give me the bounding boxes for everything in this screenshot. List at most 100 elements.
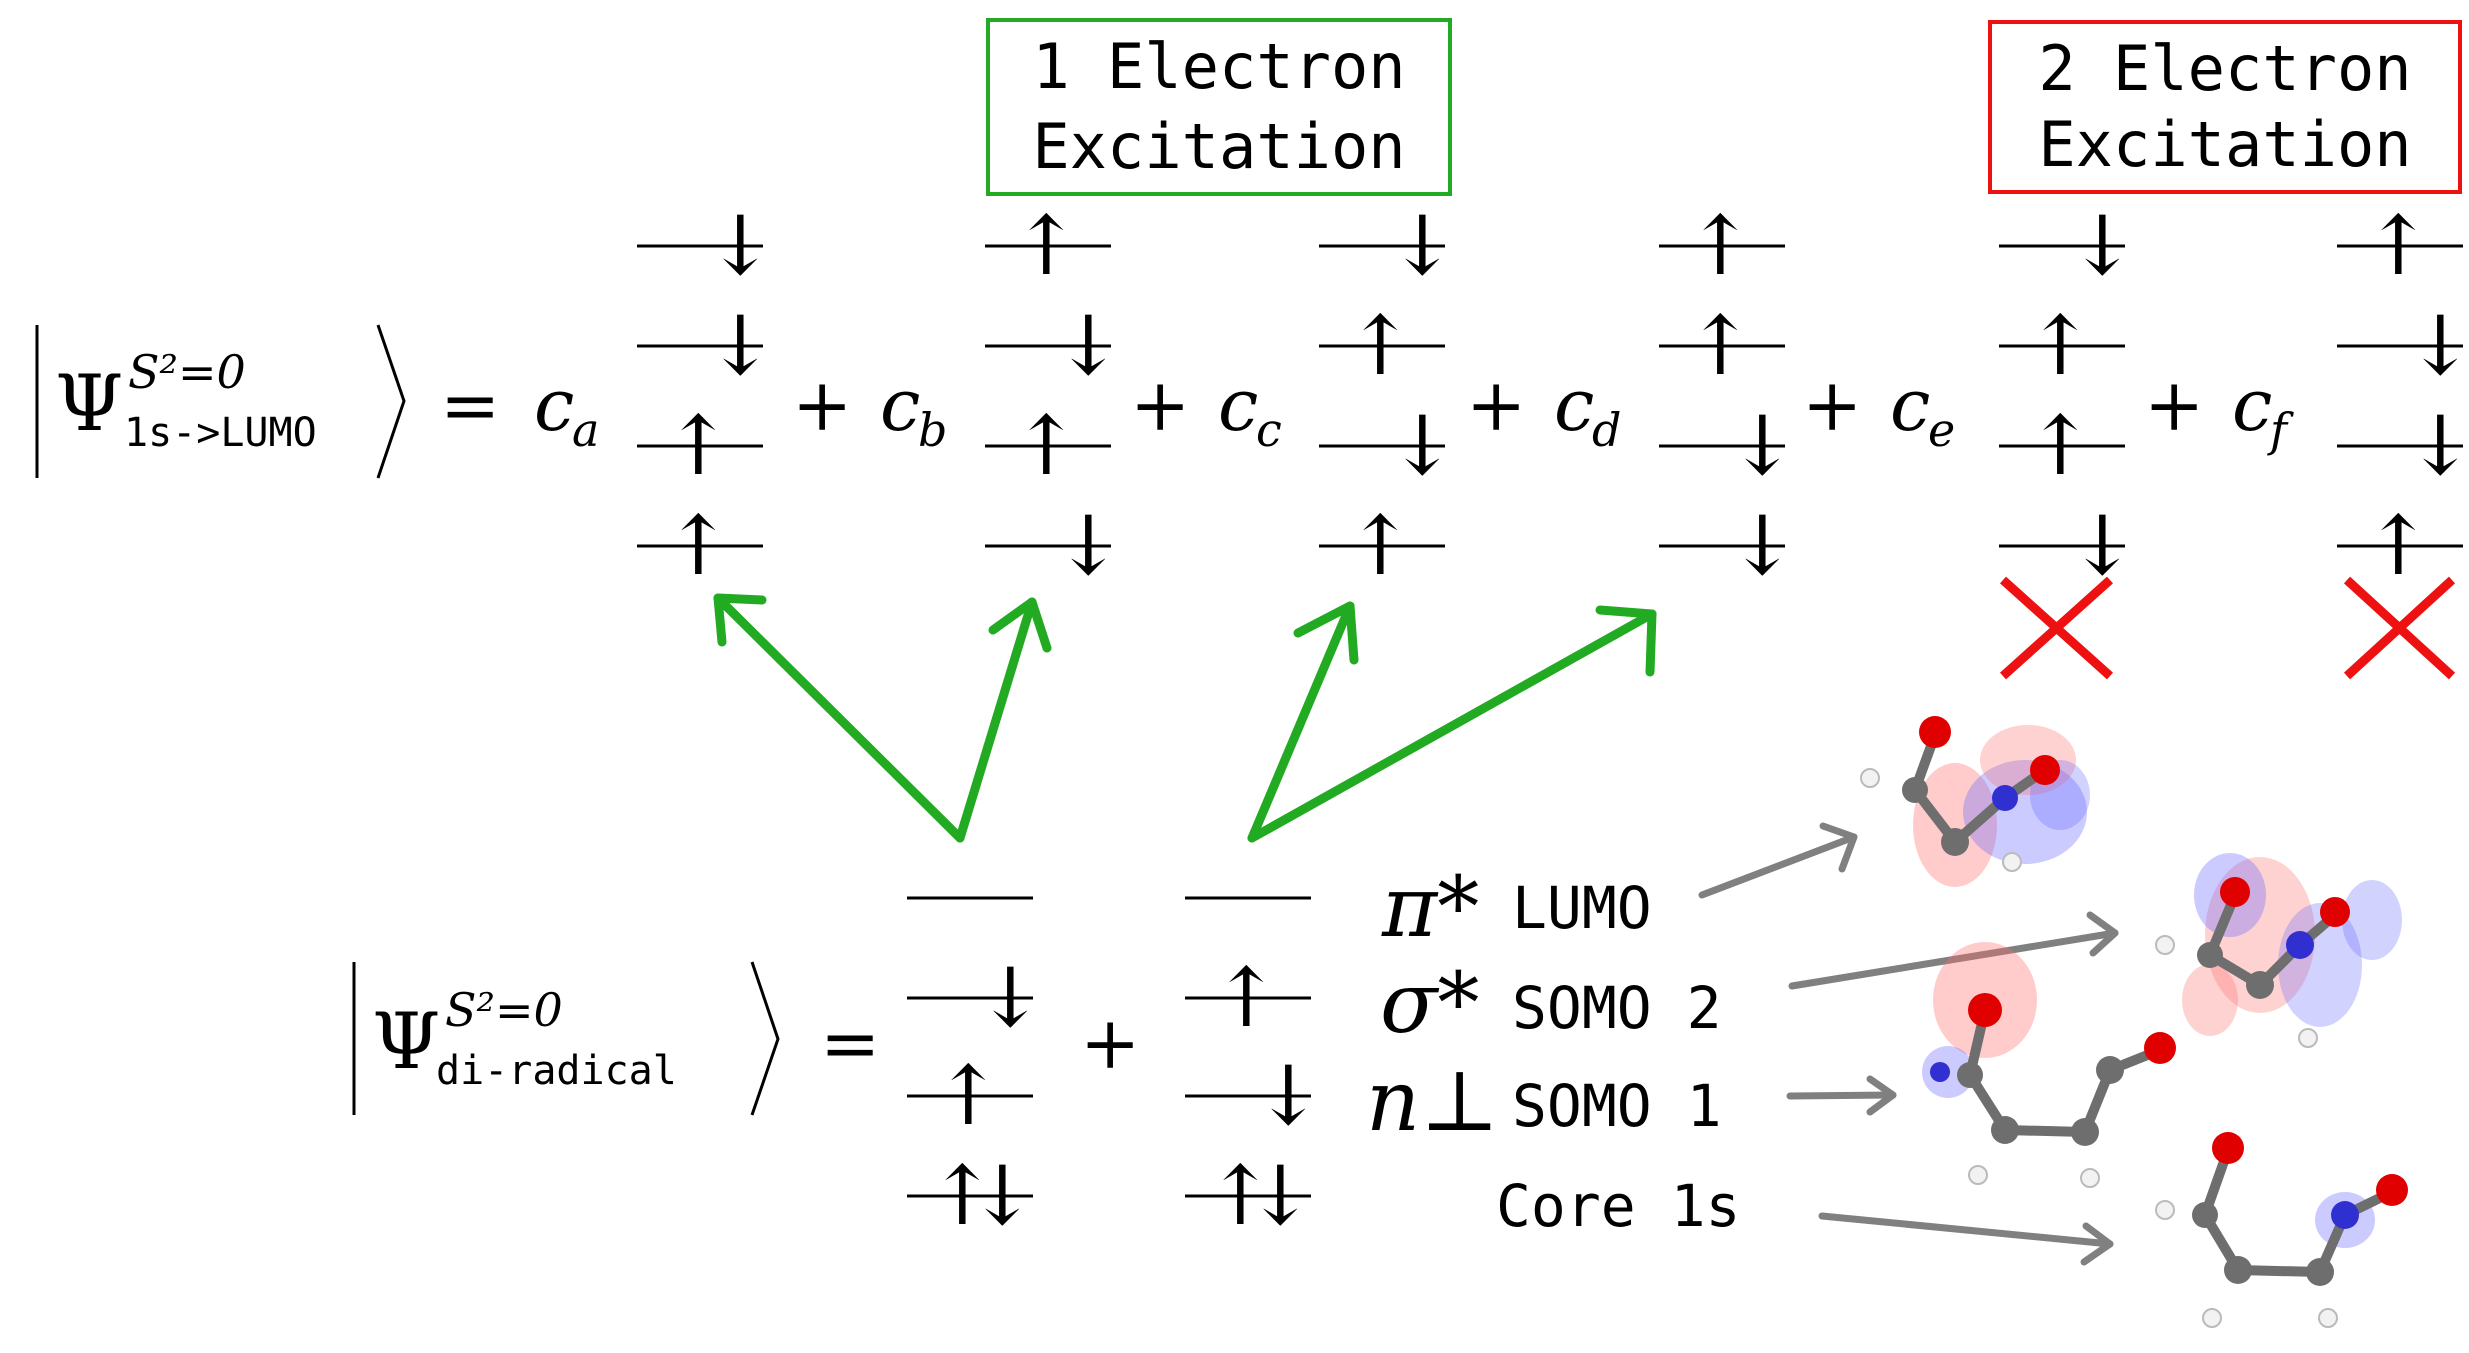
spin-down-arrow: ↓ — [968, 1149, 1037, 1244]
spin-up-arrow: ↑ — [2364, 499, 2433, 594]
one-electron-box-line2: Excitation — [1032, 110, 1405, 183]
plus-sign: + — [792, 363, 852, 447]
config-e: ↓↑↑↓ — [1999, 199, 2137, 594]
two-electron-box-line1: 2 Electron — [2038, 32, 2411, 105]
lumo-label: LUMO — [1512, 874, 1652, 942]
spin-down-arrow: ↓ — [1054, 299, 1123, 394]
orbital-labels: π* LUMO σ* SOMO 2 n⊥ SOMO 1 Core 1s — [1366, 858, 1740, 1240]
config-f: ↑↓↓↑ — [2337, 199, 2469, 594]
spin-down-arrow: ↓ — [976, 951, 1045, 1046]
core-label: Core 1s — [1496, 1172, 1740, 1240]
green-arrow-b — [955, 597, 1052, 843]
spin-down-arrow: ↓ — [1728, 499, 1797, 594]
coefficient-group: ca+cb+cc+cd+ce+cf — [534, 363, 2294, 457]
bottom-ket: Ψ S²=0 di-radical = + — [352, 961, 1140, 1116]
spin-up-arrow: ↑ — [1206, 1149, 1275, 1244]
coefficient-letter: c — [1218, 363, 1258, 447]
coefficient-letter: c — [1554, 363, 1594, 447]
spin-up-arrow: ↑ — [1012, 199, 1081, 294]
somo1-label: SOMO 1 — [1512, 1072, 1722, 1140]
config-b: ↑↓↑↓ — [985, 199, 1123, 594]
one-electron-box — [986, 18, 1452, 196]
spin-up-arrow: ↑ — [664, 499, 733, 594]
cross-f — [2343, 576, 2456, 680]
ket-angle — [750, 961, 780, 1116]
top-psi-subscript: 1s->LUMO — [124, 410, 317, 456]
n-perp-symbol: n⊥ — [1366, 1052, 1499, 1150]
spin-down-arrow: ↓ — [2406, 399, 2469, 494]
molecule-somo1 — [1922, 942, 2176, 1188]
spin-up-arrow: ↑ — [2026, 299, 2095, 394]
top-ket: Ψ S²=0 1s->LUMO = — [35, 324, 500, 479]
gray-arrow-somo2 — [1788, 911, 2119, 990]
coefficient-a: ca — [534, 363, 599, 457]
coefficient-e: + ce — [1802, 363, 1955, 457]
pi-star-symbol: π* — [1381, 858, 1479, 956]
spin-up-arrow: ↑ — [2026, 399, 2095, 494]
spin-up-arrow: ↑ — [1686, 199, 1755, 294]
plus-sign: + — [2144, 363, 2204, 447]
bottom-configurations: ↓↑↑↓↑↓↑↓ — [907, 896, 1323, 1244]
spin-down-arrow: ↓ — [1728, 399, 1797, 494]
spin-down-arrow: ↓ — [1254, 1049, 1323, 1144]
molecule-somo2 — [2155, 853, 2402, 1048]
coefficient-f: + cf — [2144, 363, 2294, 457]
spin-down-arrow: ↓ — [706, 199, 775, 294]
bottom-psi-superscript: S²=0 — [445, 983, 563, 1037]
config-d: ↑↑↓↓ — [1659, 199, 1797, 594]
coefficient-letter: c — [534, 363, 574, 447]
coefficient-subscript: a — [572, 403, 599, 457]
top-psi: Ψ — [55, 359, 123, 449]
config-c: ↓↑↓↑ — [1319, 199, 1457, 594]
spin-up-arrow: ↑ — [664, 399, 733, 494]
coefficient-subscript: e — [1928, 403, 1955, 457]
coefficient-letter: c — [1890, 363, 1930, 447]
gray-arrow-somo1 — [1786, 1075, 1897, 1116]
spin-up-arrow: ↑ — [928, 1149, 997, 1244]
top-equals: = — [440, 363, 500, 447]
spin-up-arrow: ↑ — [934, 1049, 1003, 1144]
two-electron-box — [1988, 20, 2462, 194]
spin-down-arrow: ↓ — [1246, 1149, 1315, 1244]
spin-down-arrow: ↓ — [1388, 199, 1457, 294]
coefficient-subscript: f — [2267, 403, 2294, 457]
somo2-label: SOMO 2 — [1512, 974, 1722, 1042]
green-arrow-d — [1247, 605, 1657, 843]
coefficient-subscript: d — [1592, 403, 1621, 457]
bottom-plus: + — [1080, 1001, 1140, 1085]
plus-sign: + — [1802, 363, 1862, 447]
spin-up-arrow: ↑ — [1012, 399, 1081, 494]
bottom-equals: = — [820, 1001, 880, 1085]
spin-down-arrow: ↓ — [2068, 499, 2137, 594]
sigma-star-symbol: σ* — [1380, 954, 1479, 1052]
molecule-core — [2155, 1132, 2408, 1328]
diradical-config-1: ↓↑↑↓ — [907, 896, 1045, 1244]
spin-up-arrow: ↑ — [2364, 199, 2433, 294]
spin-down-arrow: ↓ — [2068, 199, 2137, 294]
top-configurations: ↓↓↑↑↑↓↑↓↓↑↓↑↑↑↓↓↓↑↑↓↑↓↓↑ — [637, 199, 2469, 594]
plus-sign: + — [1130, 363, 1190, 447]
spin-down-arrow: ↓ — [706, 299, 775, 394]
two-electron-box-line2: Excitation — [2038, 108, 2411, 181]
cross-e — [1999, 576, 2114, 680]
coefficient-subscript: c — [1256, 403, 1282, 457]
plus-sign: + — [1466, 363, 1526, 447]
coefficient-letter: c — [2232, 363, 2272, 447]
spin-up-arrow: ↑ — [1212, 951, 1281, 1046]
green-arrow-c — [1247, 601, 1359, 843]
diradical-config-2: ↑↓↑↓ — [1185, 896, 1323, 1244]
spin-down-arrow: ↓ — [1388, 399, 1457, 494]
top-psi-superscript: S²=0 — [128, 345, 246, 399]
coefficient-subscript: b — [918, 403, 947, 457]
spin-down-arrow: ↓ — [2406, 299, 2469, 394]
spin-up-arrow: ↑ — [1346, 499, 1415, 594]
coefficient-b: + cb — [792, 363, 947, 457]
spin-down-arrow: ↓ — [1054, 499, 1123, 594]
config-a: ↓↓↑↑ — [637, 199, 775, 594]
coefficient-letter: c — [880, 363, 920, 447]
coefficient-c: + cc — [1130, 363, 1282, 457]
ket-angle — [376, 324, 406, 479]
molecule-lumo — [1860, 716, 2090, 887]
gray-arrow-core — [1818, 1212, 2114, 1266]
